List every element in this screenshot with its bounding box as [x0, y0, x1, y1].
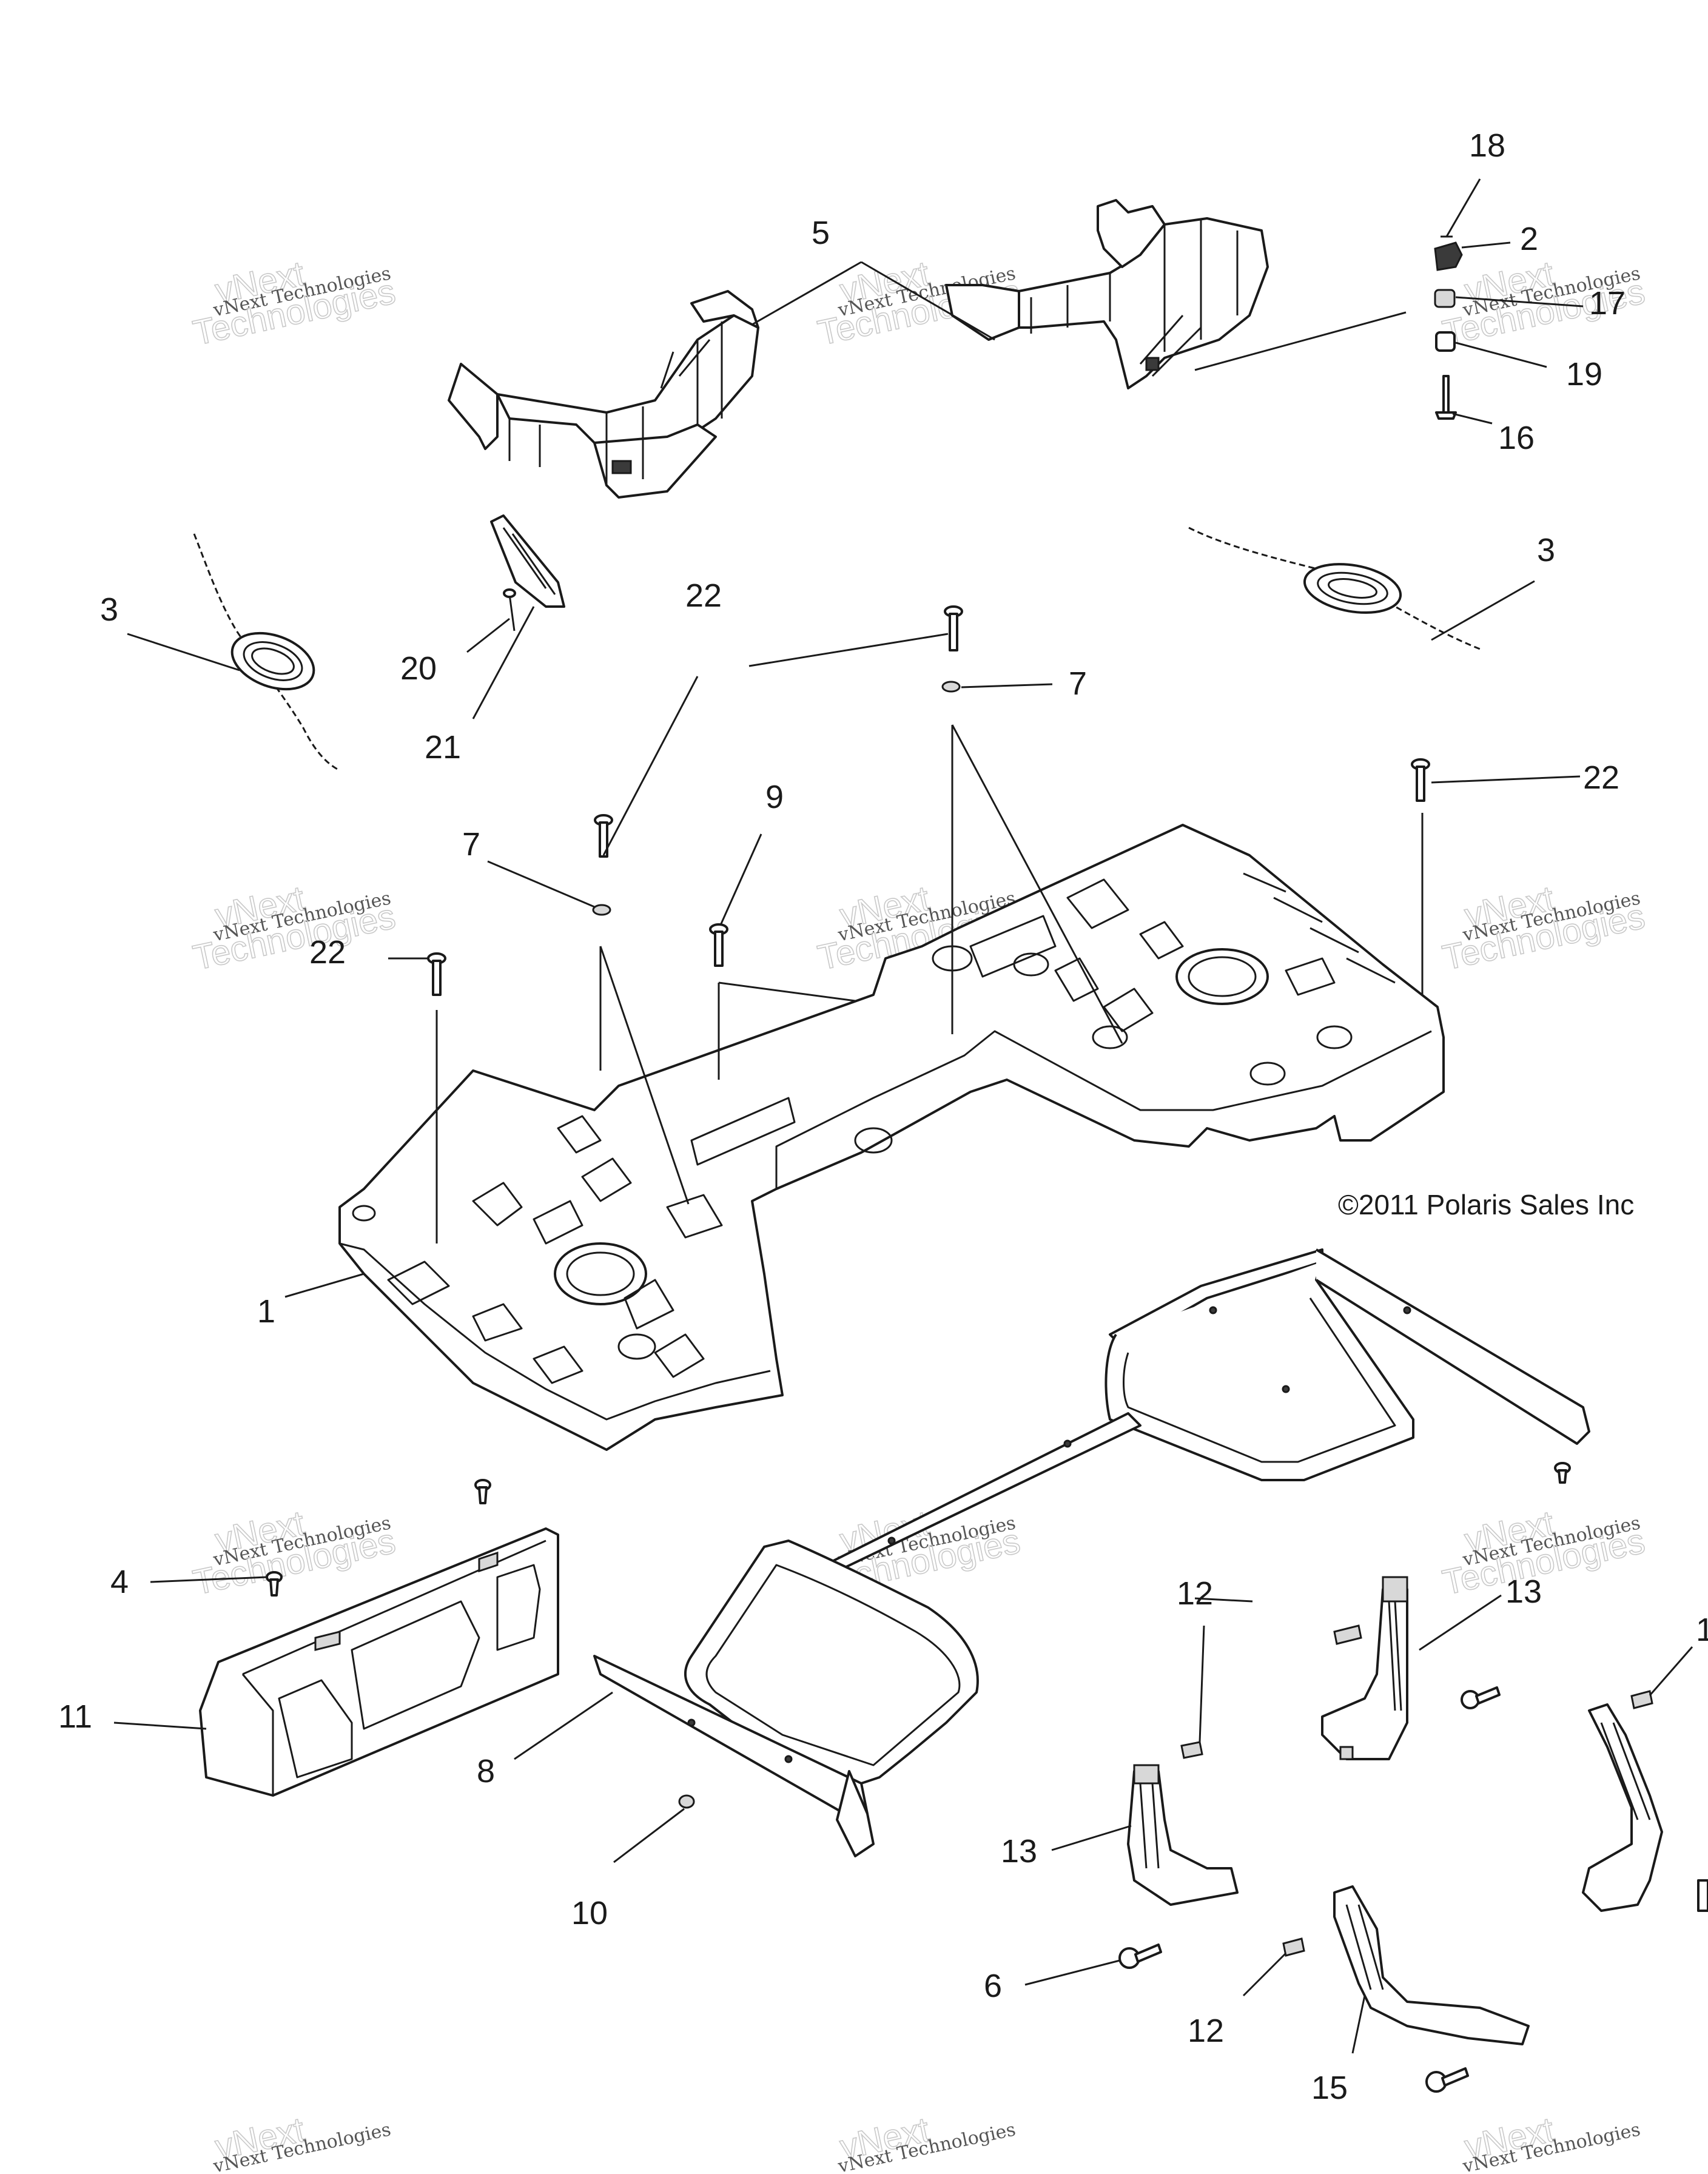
storage-panel-part: [199, 1527, 559, 1797]
callout-15: 15: [1311, 2070, 1348, 2106]
watermark: vNext vNext Technologies Technologies: [1439, 878, 1649, 978]
callout-19: 19: [1566, 356, 1602, 392]
tie-strap-right-part: [1188, 527, 1481, 650]
watermark: vNext vNext Technologies Technologies: [189, 254, 399, 354]
pin-16-part: [1435, 375, 1457, 420]
watermark: vNext vNext Technologies Technologies: [1439, 254, 1649, 354]
bolt-6-b: [1425, 2067, 1469, 2093]
callout-9: 9: [765, 779, 784, 815]
watermark: vNext vNext Technologies Technologies: [189, 1503, 399, 1603]
callout-3-right: 3: [1537, 532, 1555, 568]
arm-14-part: [1582, 1703, 1708, 1912]
bracket-13-upper-part: [1321, 1576, 1408, 1760]
callout-13-upper: 13: [1505, 1573, 1542, 1610]
bracket-13-lower-part: [1127, 1764, 1239, 1906]
bolt-6-c: [1461, 1686, 1501, 1709]
bolt-22-top: [944, 605, 963, 651]
callout-12-top: 12: [1177, 1575, 1213, 1612]
clip-2-part: [1434, 241, 1463, 271]
clip-12-a: [1333, 1624, 1362, 1645]
washer-7-top: [941, 681, 961, 693]
callout-10: 10: [571, 1895, 608, 1931]
callout-12-bottom: 12: [1188, 2013, 1224, 2049]
strap-21-part: [490, 514, 565, 608]
callout-1: 1: [257, 1293, 275, 1330]
bolt-6-a: [1118, 1943, 1162, 1969]
watermark: vNext vNext Technologies: [211, 2110, 393, 2174]
push-pin-top: [474, 1479, 491, 1504]
clip-12-c: [1282, 1937, 1305, 1957]
bolt-9: [709, 923, 728, 967]
callout-11: 11: [58, 1698, 92, 1735]
callout-22-left: 22: [309, 934, 346, 971]
screw-20-part: [503, 588, 516, 631]
callout-16: 16: [1498, 420, 1535, 456]
callout-17: 17: [1589, 285, 1626, 321]
bolt-22-left: [427, 952, 446, 996]
callout-21: 21: [425, 729, 461, 766]
watermark: vNext vNext Technologies: [1461, 2110, 1642, 2174]
callout-6: 6: [984, 1968, 1002, 2004]
nut-10: [678, 1794, 695, 1809]
leader-lines: [113, 178, 1693, 2054]
hardware-stack-part: [1434, 235, 1463, 420]
callout-5: 5: [812, 215, 830, 251]
clip-12-d: [1630, 1690, 1653, 1709]
tie-strap-left-part: [193, 533, 340, 772]
watermark: vNext vNext Technologies Technologies: [189, 878, 399, 978]
callout-labels: 18 2 5 17 19 16 3 3 20 21 22 7 22 9 7 22…: [58, 127, 1708, 2106]
bolts-6-part: [1118, 1686, 1501, 2093]
push-pin-right: [1554, 1462, 1571, 1484]
frame-part: [593, 1248, 1590, 1857]
callout-4: 4: [110, 1564, 129, 1600]
small-fasteners-part: [266, 1462, 1571, 1809]
bushing-17-part: [1434, 289, 1456, 308]
grab-bar-right-part: [945, 199, 1269, 389]
rack-part: [338, 824, 1445, 1451]
washer-7-mid: [592, 904, 611, 916]
callout-2: 2: [1520, 221, 1538, 257]
callout-8: 8: [477, 1753, 495, 1789]
callout-7-top: 7: [1069, 665, 1087, 702]
callout-20: 20: [400, 650, 437, 687]
copyright-notice: ©2011 Polaris Sales Inc: [1338, 1189, 1634, 1220]
callout-22-right: 22: [1583, 759, 1619, 796]
callout-7-mid: 7: [462, 826, 480, 863]
callout-3-left: 3: [100, 591, 118, 628]
clips-12-part: [1180, 1624, 1653, 1957]
grab-bar-left-part: [448, 290, 759, 499]
arm-15-part: [1333, 1885, 1530, 2045]
bushing-19-part: [1435, 331, 1456, 352]
push-pin-4: [266, 1571, 283, 1597]
fasteners-part: [427, 605, 1430, 996]
callout-18: 18: [1469, 127, 1505, 164]
watermark: vNext vNext Technologies: [836, 2110, 1018, 2174]
callout-22-top: 22: [685, 577, 722, 614]
callout-14-partial: 1: [1696, 1612, 1708, 1648]
bolt-22-mid: [594, 814, 613, 858]
clip-12-b: [1180, 1741, 1203, 1759]
bolt-22-right: [1411, 758, 1430, 802]
callout-13-lower: 13: [1001, 1833, 1037, 1869]
